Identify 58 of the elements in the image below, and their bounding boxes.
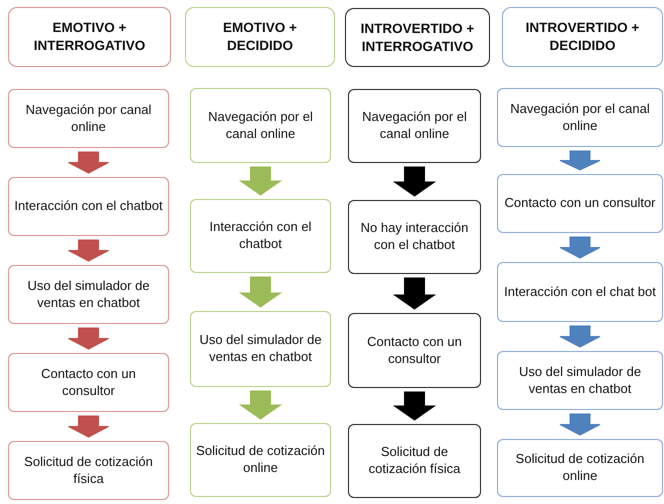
block-arrow	[560, 326, 600, 348]
process-box	[348, 200, 481, 274]
step-text: Uso del simulador de ventas en chatbot	[198, 332, 323, 366]
process-box	[8, 265, 169, 324]
step-text: Navegación por el canal online	[207, 108, 314, 142]
block-arrow	[68, 240, 109, 262]
profile-header-box	[8, 7, 171, 67]
step-text: Solicitud de cotización online	[195, 443, 326, 477]
profile-header-box	[502, 7, 663, 67]
step-text: Contacto con un consultor	[366, 334, 463, 368]
block-arrow	[68, 328, 109, 350]
profile-title: EMOTIVO + INTERROGATIVO	[32, 19, 146, 55]
step-text: Navegación por el canal online	[509, 100, 651, 134]
process-box	[190, 199, 331, 273]
process-box	[497, 439, 663, 497]
process-box	[348, 89, 481, 163]
profile-title: INTROVERTIDO + INTERROGATIVO	[360, 20, 476, 56]
step-text: Interacción con el chat bot	[504, 284, 656, 300]
step-text: Solicitud de cotización física	[23, 454, 154, 488]
step-text: Solicitud de cotización física	[368, 444, 462, 478]
step-text: Contacto con un consultor	[504, 195, 656, 212]
step-text: Interacción con el chatbot	[208, 219, 312, 253]
process-box	[8, 89, 169, 148]
process-box	[348, 424, 481, 498]
step-text: Contacto con un consultor	[40, 366, 137, 400]
block-arrow	[392, 278, 436, 310]
process-box	[497, 88, 663, 147]
block-arrow	[238, 166, 282, 196]
step-text: No hay interacción con el chatbot	[360, 220, 470, 254]
step-text: Navegación por el canal online	[361, 109, 468, 143]
process-box	[8, 177, 169, 236]
process-box	[190, 311, 331, 387]
step-text: Navegación por canal online	[24, 102, 152, 136]
block-arrow	[560, 414, 600, 436]
block-arrow	[238, 390, 282, 420]
block-arrow	[238, 276, 282, 308]
process-box	[190, 88, 331, 163]
step-text: Interacción con el chatbot	[14, 198, 163, 215]
process-box	[190, 423, 331, 497]
block-arrow	[392, 166, 436, 197]
block-arrow	[68, 416, 109, 438]
step-text: Uso del simulador de ventas en chatbot	[518, 364, 642, 398]
process-box	[8, 441, 169, 500]
profile-header-box	[185, 7, 335, 67]
block-arrow	[68, 152, 109, 174]
process-box	[497, 174, 663, 233]
profile-title: EMOTIVO + DECIDIDO	[222, 19, 298, 55]
process-box	[8, 353, 169, 412]
step-text: Solicitud de cotización online	[514, 451, 646, 485]
block-arrow	[560, 150, 600, 171]
profile-title: INTROVERTIDO + DECIDIDO	[524, 19, 640, 55]
profile-header-box	[345, 8, 490, 67]
block-arrow	[392, 392, 436, 421]
process-box	[497, 262, 663, 322]
block-arrow	[560, 236, 600, 259]
step-text: Uso del simulador de ventas en chatbot	[26, 278, 151, 312]
process-box	[497, 351, 663, 410]
process-box	[348, 313, 481, 388]
